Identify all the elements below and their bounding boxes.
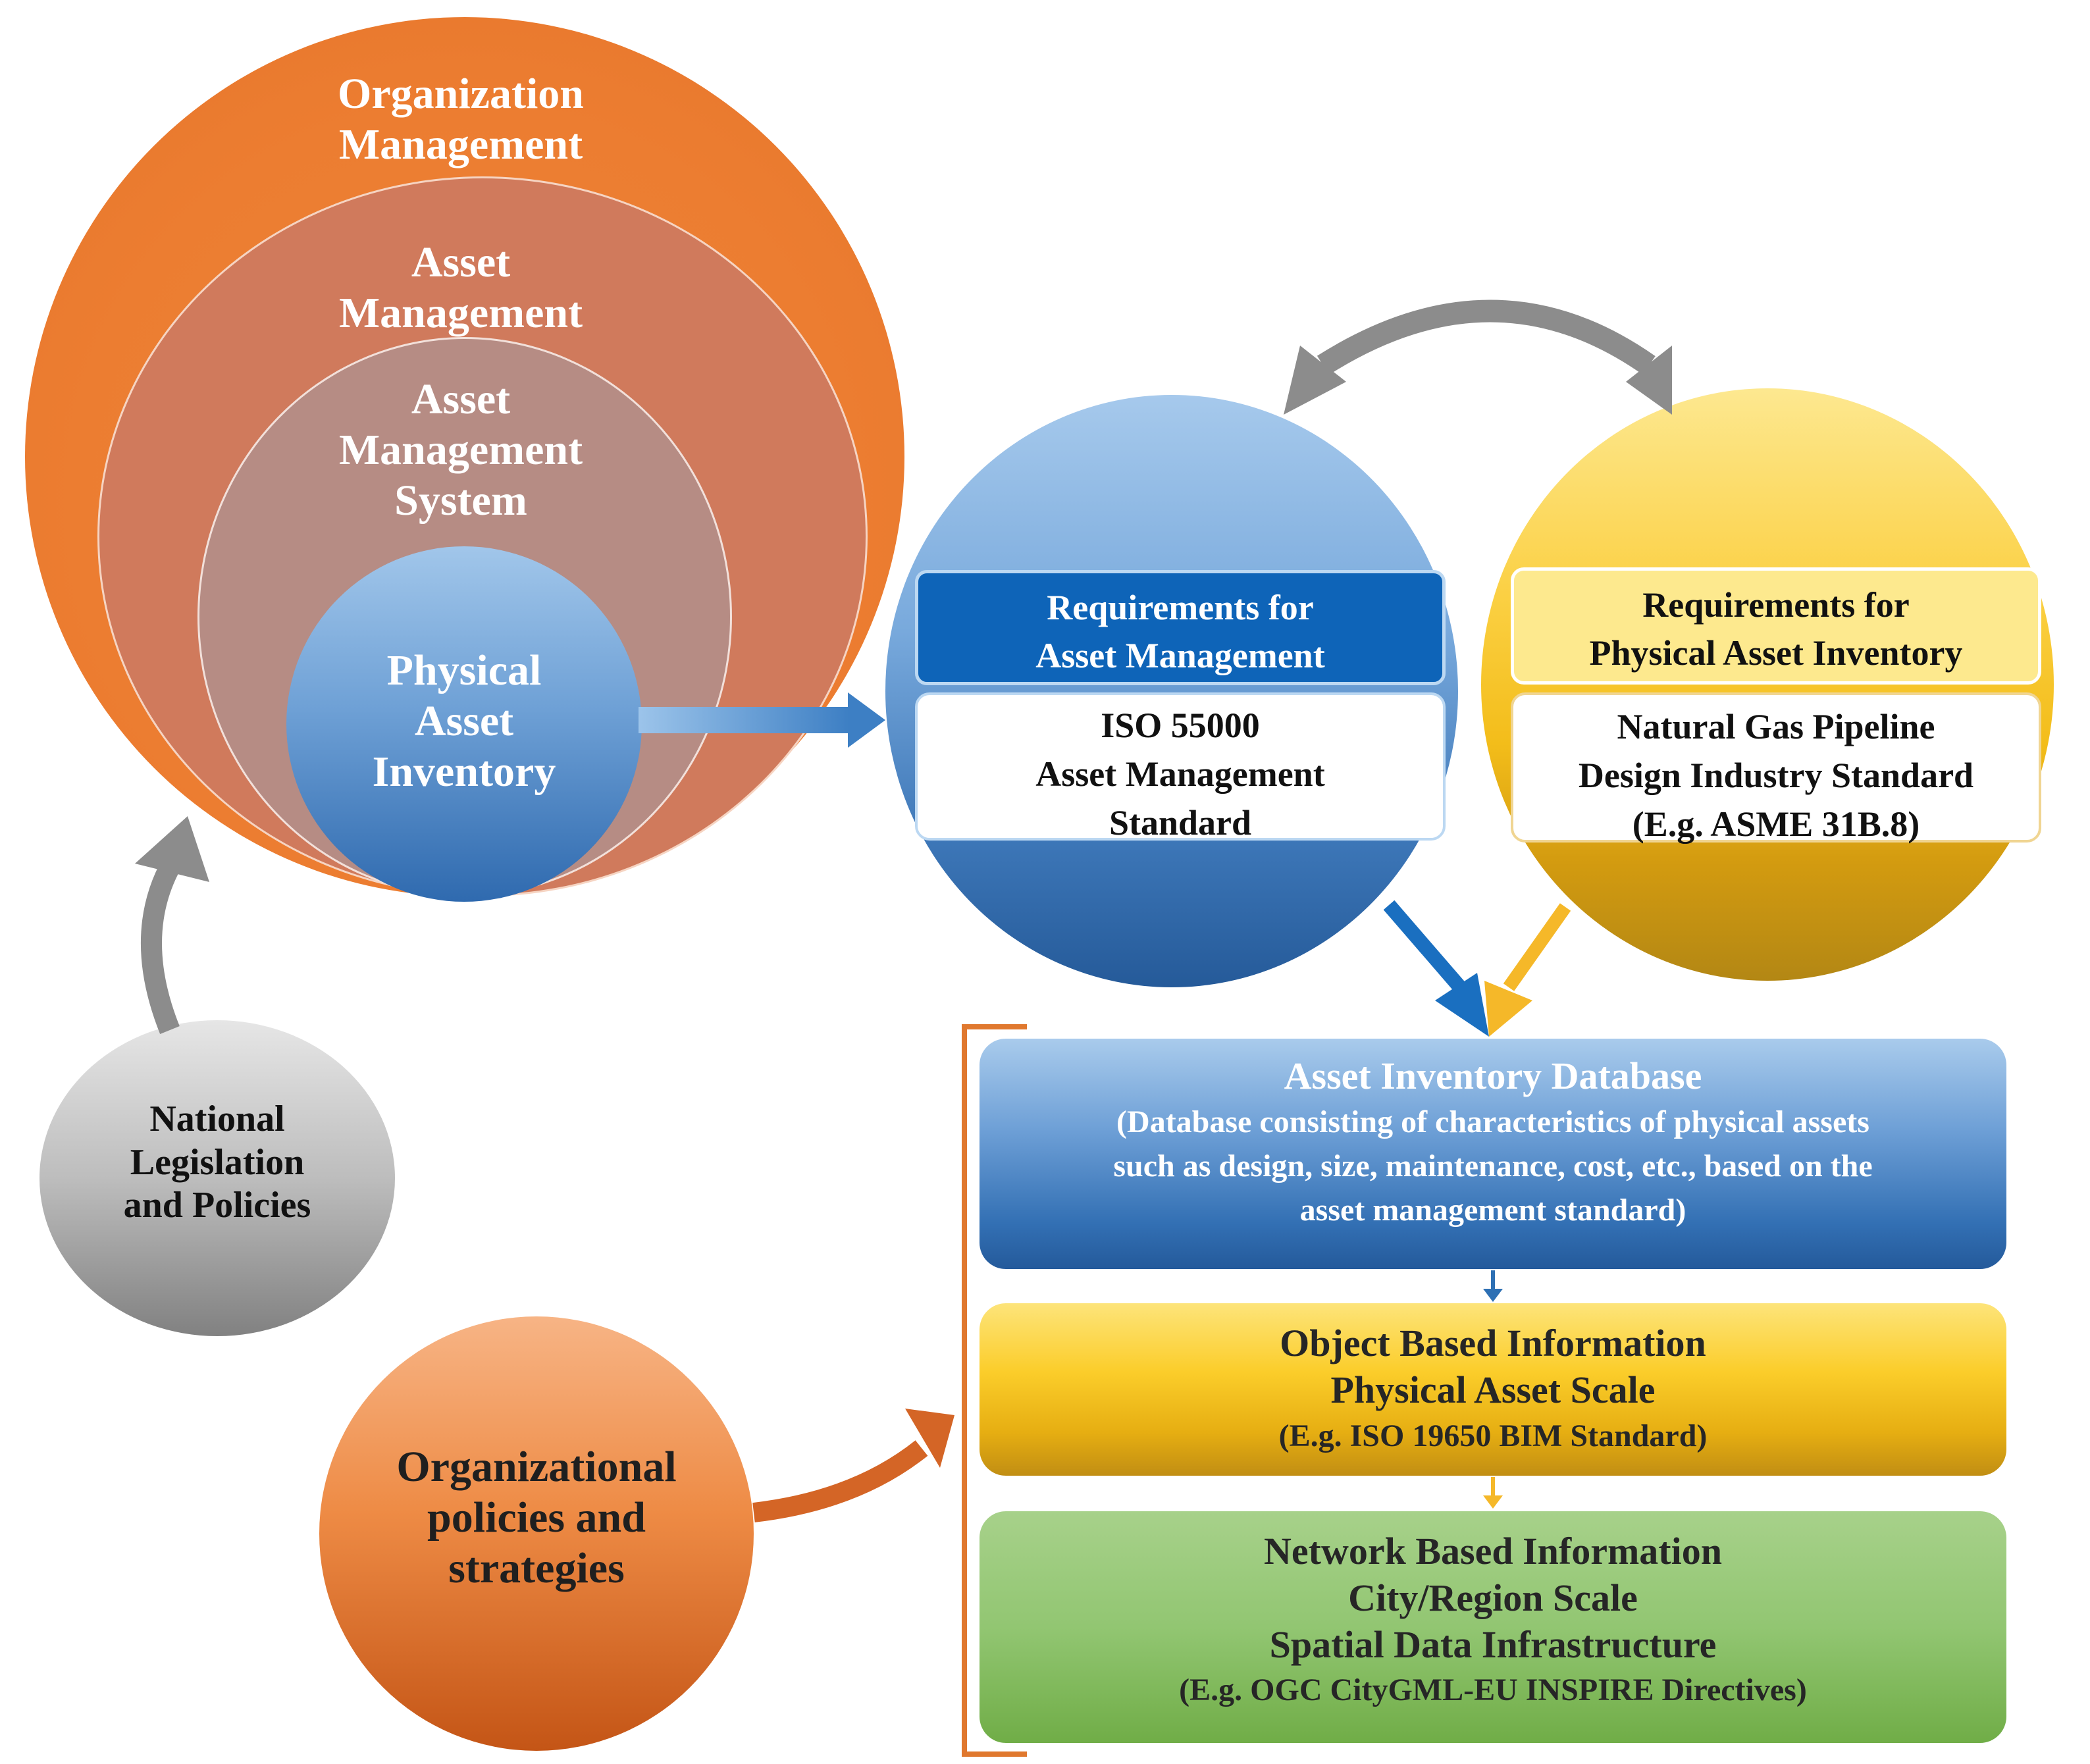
network-based-information-example: (E.g. OGC CityGML-EU INSPIRE Directives) [1179,1673,1807,1708]
asset-inventory-database-title: Asset Inventory Database [1284,1054,1702,1097]
object-based-information-box: Object Based Information Physical Asset … [980,1303,2006,1476]
requirements-physical-asset-inventory-header: Requirements for Physical Asset Inventor… [1511,567,2041,685]
blue-to-database-arrow [1383,900,1489,1037]
natural-gas-pipeline-standard-box: Natural Gas Pipeline Design Industry Sta… [1511,692,2041,844]
inventory-to-requirements-arrow [639,692,885,748]
yellow-to-database-arrow [1484,903,1571,1037]
asset-management-requirements-circle [885,395,1458,987]
asset-management-system-label: Asset Management System [338,375,583,525]
asset-inventory-database-box: Asset Inventory Database (Database consi… [980,1039,2006,1269]
object-based-information-example: (E.g. ISO 19650 BIM Standard) [1278,1418,1708,1453]
requirements-asset-management-header: Requirements for Asset Management [915,570,1446,685]
physical-asset-inventory-label: Physical Asset Inventory [372,646,556,796]
legislation-to-organization-arrow [135,816,209,1034]
iso-55000-box: ISO 55000 Asset Management Standard [915,692,1446,843]
national-legislation-circle [39,1020,395,1336]
policies-to-bracket-arrow [752,1409,954,1522]
physical-asset-inventory-requirements-circle [1481,388,2054,981]
organizational-policies-circle [319,1316,754,1751]
object-to-network-arrow [1483,1477,1503,1509]
organizational-policies-label: Organizational policies and strategies [396,1443,677,1593]
physical-asset-inventory-circle [286,546,642,902]
bidirectional-gray-arrow [1284,299,1672,415]
organization-management-label: Organization Management [338,70,584,169]
national-legislation-label: National Legislation and Policies [123,1099,311,1226]
asset-management-label: Asset Management [338,238,583,338]
network-based-information-box: Network Based Information City/Region Sc… [980,1511,2006,1743]
database-to-object-arrow [1483,1270,1503,1302]
scope-bracket [962,1024,1027,1757]
